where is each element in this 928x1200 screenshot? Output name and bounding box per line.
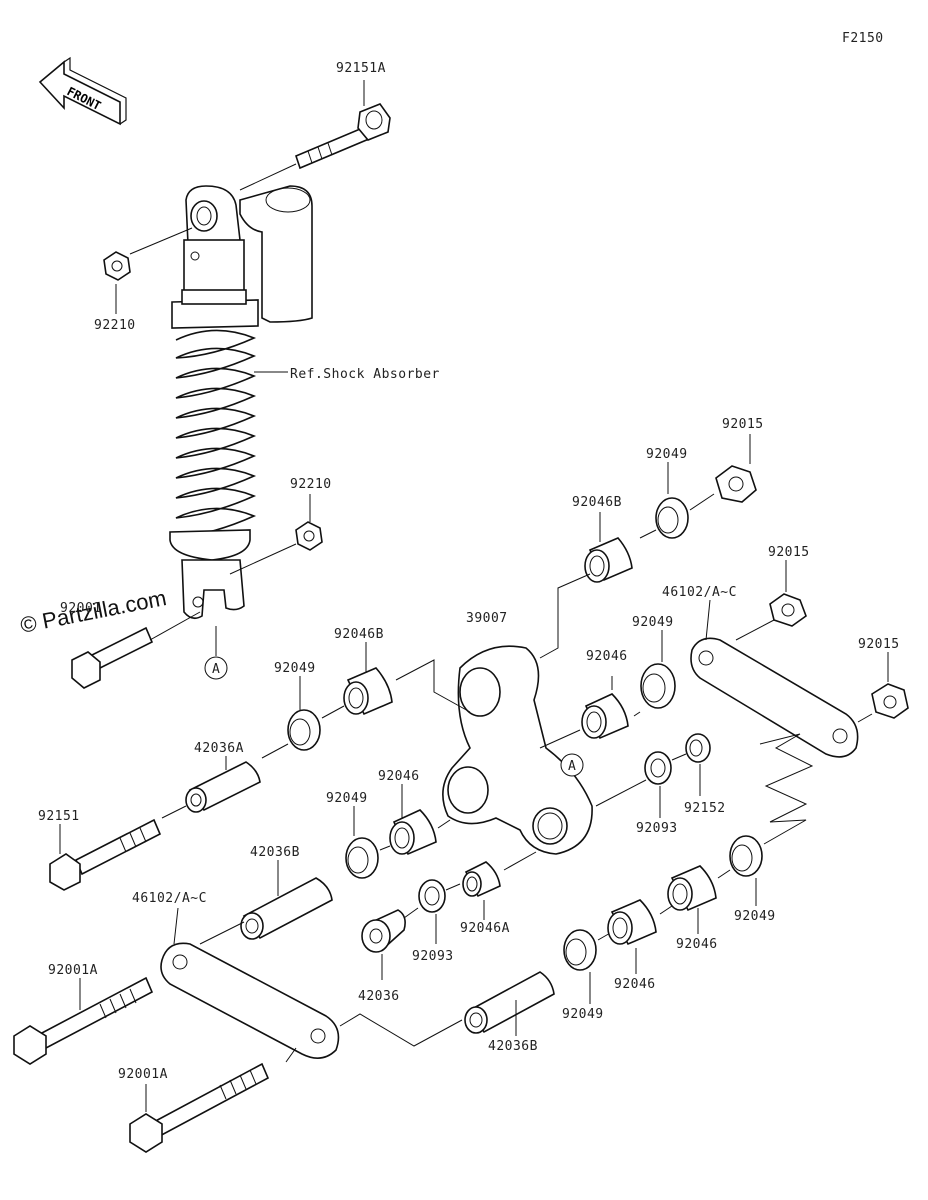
label-42036A: 42036A xyxy=(194,741,244,756)
label-92049-r2: 92049 xyxy=(632,615,674,630)
nut-92210-mid[interactable] xyxy=(295,521,323,551)
bearing-92046B-top[interactable] xyxy=(584,537,633,583)
bearing-92046B-left[interactable] xyxy=(343,667,393,716)
bolt-92151[interactable] xyxy=(49,818,162,891)
part-labels: 92151A 92210 Ref.Shock Absorber 92210 92… xyxy=(38,61,900,1082)
label-92046B-top: 92046B xyxy=(572,495,622,510)
washer-92093-low[interactable] xyxy=(418,879,446,913)
label-42036B-bottom: 42036B xyxy=(488,1039,538,1054)
link-39007[interactable] xyxy=(442,645,593,855)
nut-92015-right[interactable] xyxy=(871,683,909,719)
seal-92049-right-low[interactable] xyxy=(729,835,763,877)
collar-42036A[interactable] xyxy=(185,761,261,813)
label-42036B-top: 42036B xyxy=(250,845,300,860)
collar-42036B-bottom[interactable] xyxy=(464,971,555,1034)
label-46102-top: 46102/A~C xyxy=(662,585,737,600)
bolt-92001A-bottom[interactable] xyxy=(129,1062,270,1153)
label-92093-low: 92093 xyxy=(412,949,454,964)
bolt-92151A[interactable] xyxy=(295,103,391,170)
callout-a-left: A xyxy=(204,656,228,680)
seal-92049-r2[interactable] xyxy=(640,663,676,709)
bearing-92046-r[interactable] xyxy=(581,693,629,740)
label-39007: 39007 xyxy=(466,611,508,626)
label-92046B-left: 92046B xyxy=(334,627,384,642)
label-92210-top: 92210 xyxy=(94,318,136,333)
label-92001A-left: 92001A xyxy=(48,963,98,978)
label-92015-top: 92015 xyxy=(722,417,764,432)
shock-absorber[interactable] xyxy=(169,185,313,620)
nut-92015-mid[interactable] xyxy=(769,593,807,627)
nut-92015-top[interactable] xyxy=(715,465,757,503)
svg-text:A: A xyxy=(212,662,220,677)
bolt-92001[interactable] xyxy=(71,626,154,689)
link-46102-bottom[interactable] xyxy=(160,942,340,1059)
label-92046-mid: 92046 xyxy=(378,769,420,784)
label-92151A: 92151A xyxy=(336,61,386,76)
nut-92210-top[interactable] xyxy=(103,251,131,281)
label-92049-top: 92049 xyxy=(646,447,688,462)
label-92152: 92152 xyxy=(684,801,726,816)
label-92049-bottom: 92049 xyxy=(562,1007,604,1022)
front-arrow-icon: FRONT xyxy=(38,56,127,126)
bolt-92001A-left[interactable] xyxy=(13,976,154,1065)
seal-92049-mid[interactable] xyxy=(345,837,379,879)
bearing-92046A[interactable] xyxy=(462,861,501,898)
diagram-code: F2150 xyxy=(842,31,884,46)
label-92049-right-low: 92049 xyxy=(734,909,776,924)
seal-92049-top[interactable] xyxy=(655,497,689,539)
label-92210-mid: 92210 xyxy=(290,477,332,492)
label-92046-right-low: 92046 xyxy=(676,937,718,952)
label-92093-right: 92093 xyxy=(636,821,678,836)
collar-42036B-top[interactable] xyxy=(240,877,333,940)
washer-92093-right[interactable] xyxy=(644,751,672,785)
ref-shock-label: Ref.Shock Absorber xyxy=(290,367,440,382)
label-92001: 92001 xyxy=(60,601,102,616)
bearing-92046-right-low[interactable] xyxy=(667,865,717,912)
svg-text:A: A xyxy=(568,759,576,774)
link-46102-top[interactable] xyxy=(690,637,859,758)
label-92151: 92151 xyxy=(38,809,80,824)
bearing-92046-mid[interactable] xyxy=(389,809,437,856)
cap-92152[interactable] xyxy=(685,733,711,763)
label-92046-bottom: 92046 xyxy=(614,977,656,992)
label-92046A: 92046A xyxy=(460,921,510,936)
collar-42036[interactable] xyxy=(361,909,406,953)
label-92046-r: 92046 xyxy=(586,649,628,664)
seal-92049-left[interactable] xyxy=(287,709,321,751)
label-92049-left: 92049 xyxy=(274,661,316,676)
label-92049-mid: 92049 xyxy=(326,791,368,806)
callout-a-right: A xyxy=(560,753,584,777)
label-92015-right: 92015 xyxy=(858,637,900,652)
label-92001A-bottom: 92001A xyxy=(118,1067,168,1082)
label-42036: 42036 xyxy=(358,989,400,1004)
seal-92049-bottom[interactable] xyxy=(563,929,597,971)
bearing-92046-bottom[interactable] xyxy=(607,899,657,946)
label-46102-bottom: 46102/A~C xyxy=(132,891,207,906)
label-92015-mid: 92015 xyxy=(768,545,810,560)
